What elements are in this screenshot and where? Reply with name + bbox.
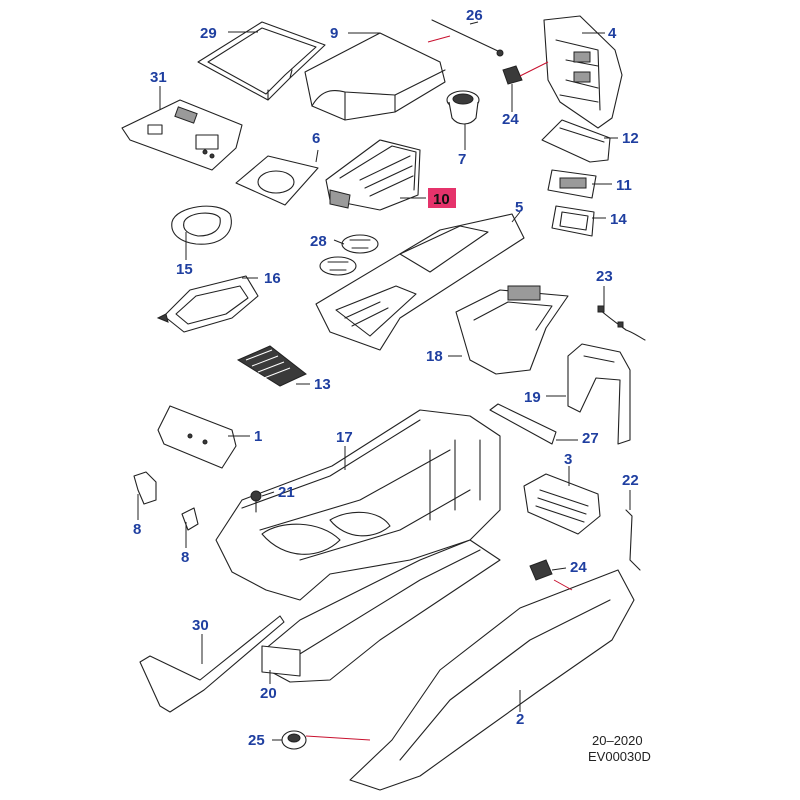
callout-6: 6: [312, 130, 320, 147]
part-25-knob: [281, 730, 307, 750]
part-15-bezel-ring: [171, 205, 232, 245]
part-3-vent: [523, 473, 601, 535]
callouts: 29 9 26 4 31 24 12 6 7 10 11 5 14 28 15 …: [133, 7, 639, 749]
part-9-armrest-lid: [304, 32, 446, 121]
part-19-bracket: [567, 343, 631, 445]
part-20-lower-housing: [261, 539, 501, 683]
callout-8-lower: 8: [181, 549, 189, 566]
callout-13: 13: [314, 376, 331, 393]
callout-5: 5: [515, 199, 523, 216]
callout-8-upper: 8: [133, 521, 141, 538]
part-5-console-top: [315, 213, 525, 351]
callout-4: 4: [608, 25, 617, 42]
callout-1: 1: [254, 428, 262, 445]
part-7-cup-holder: [446, 90, 480, 125]
callout-28: 28: [310, 233, 327, 250]
callout-7: 7: [458, 151, 466, 168]
callout-12: 12: [622, 130, 639, 147]
callout-17: 17: [336, 429, 353, 446]
callout-15: 15: [176, 261, 193, 278]
callout-2: 2: [516, 711, 524, 728]
part-17-console-frame: [215, 409, 501, 601]
part-24-clip-top: [502, 65, 523, 85]
callout-31: 31: [150, 69, 167, 86]
part-28-coasters: [319, 234, 379, 276]
reference-code: 20–2020 EV00030D: [588, 733, 651, 765]
leader-lines: [137, 21, 631, 741]
part-13-mat: [236, 345, 307, 387]
callout-20: 20: [260, 685, 277, 702]
callout-14: 14: [610, 211, 627, 228]
part-24-clip-lower: [529, 559, 553, 581]
callout-10: 10: [433, 191, 450, 208]
callout-24-top: 24: [502, 111, 519, 128]
callout-22: 22: [622, 472, 639, 489]
part-23-harness: [597, 305, 646, 341]
reference-line-1: 20–2020: [592, 733, 643, 748]
part-2-side-panel: [349, 569, 635, 791]
callout-23: 23: [596, 268, 613, 285]
callout-29: 29: [200, 25, 217, 42]
part-30-trim-strip: [139, 615, 285, 713]
part-8b-clip: [181, 507, 199, 531]
part-6-mat: [235, 155, 319, 206]
part-29-storage-lid: [197, 21, 326, 101]
callout-10-highlight: [428, 188, 456, 208]
callout-26: 26: [466, 7, 483, 24]
callout-3: 3: [564, 451, 572, 468]
part-31-switch-panel: [121, 99, 243, 171]
part-14-bezel: [551, 205, 595, 237]
part-26-rod: [431, 19, 504, 57]
callout-21: 21: [278, 484, 295, 501]
part-21-screw: [250, 490, 262, 513]
callout-16: 16: [264, 270, 281, 287]
part-27-strip: [489, 403, 557, 445]
callout-27: 27: [582, 430, 599, 447]
callout-25: 25: [248, 732, 265, 749]
part-4-rear-panel: [543, 15, 623, 129]
part-8a-clip: [133, 471, 157, 505]
part-1-panel: [157, 405, 237, 469]
part-18-tray: [455, 285, 569, 375]
reference-line-2: EV00030D: [588, 749, 651, 764]
callout-11: 11: [616, 177, 632, 194]
callout-24-lower: 24: [570, 559, 587, 576]
callout-19: 19: [524, 389, 541, 406]
callout-18: 18: [426, 348, 443, 365]
callout-30: 30: [192, 617, 209, 634]
part-12-trim: [541, 119, 611, 163]
part-22-rod: [625, 509, 641, 571]
callout-9: 9: [330, 25, 338, 42]
part-10-storage-bin: [325, 139, 421, 211]
part-16-frame: [156, 275, 259, 333]
part-11-switch: [547, 169, 597, 199]
